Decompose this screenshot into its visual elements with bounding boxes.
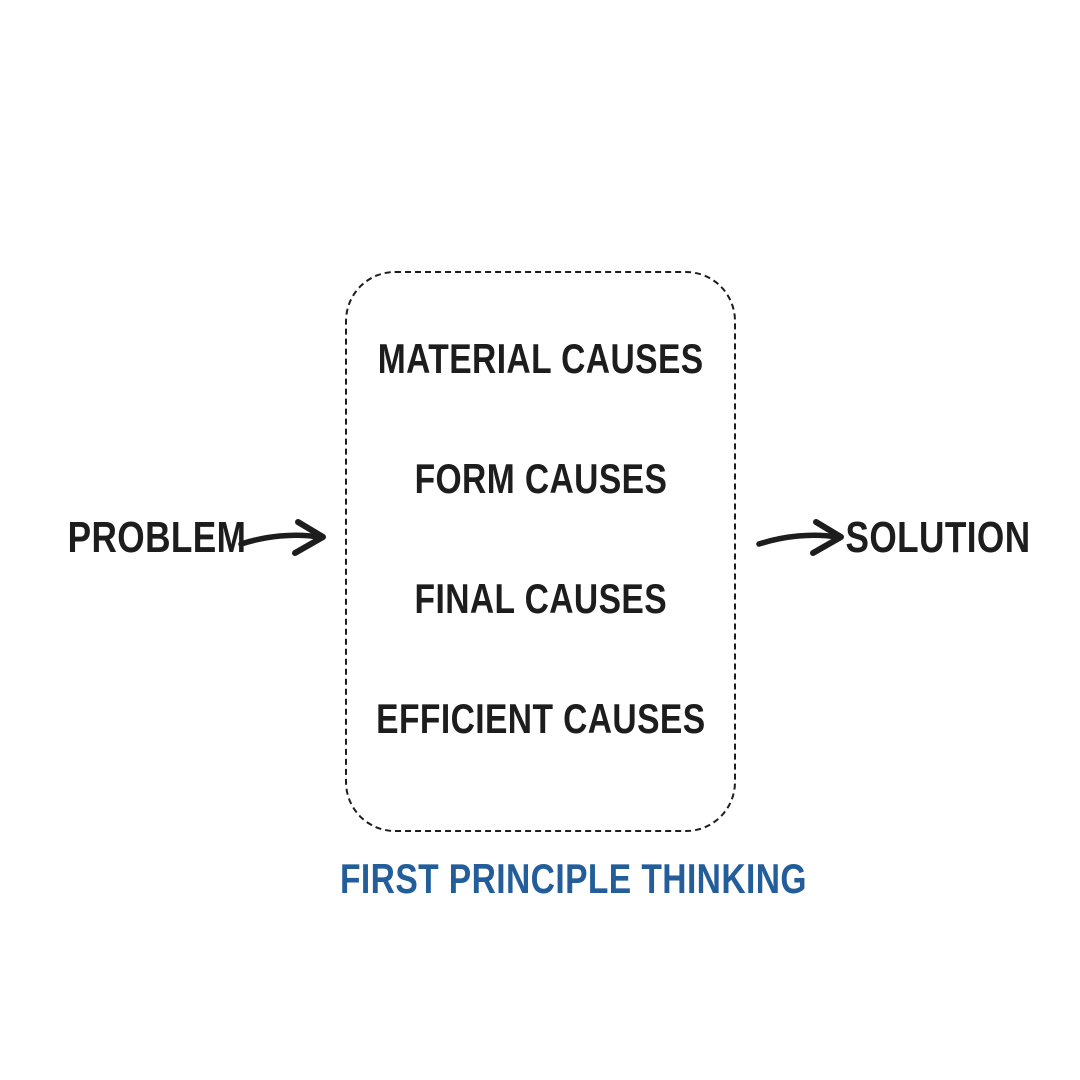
output-arrow-icon (756, 519, 844, 556)
cause-item-text: FINAL CAUSES (414, 575, 667, 622)
cause-item-label: MATERIAL CAUSES (337, 335, 744, 383)
diagram-caption: FIRST PRINCIPLE THINKING (290, 853, 807, 905)
cause-item-text: EFFICIENT CAUSES (375, 695, 706, 742)
diagram-caption-text: FIRST PRINCIPLE THINKING (340, 855, 807, 902)
problem-label: PROBLEM (37, 514, 277, 562)
solution-label-text: SOLUTION (845, 513, 1031, 562)
cause-item-label: EFFICIENT CAUSES (335, 695, 747, 743)
cause-item-label: FINAL CAUSES (383, 575, 699, 623)
cause-item-text: FORM CAUSES (414, 455, 667, 502)
input-arrow-icon (238, 519, 326, 556)
first-principles-box: MATERIAL CAUSES FORM CAUSES FINAL CAUSES… (345, 271, 736, 832)
problem-label-text: PROBLEM (67, 513, 247, 562)
cause-item-label: FORM CAUSES (383, 455, 699, 503)
solution-label: SOLUTION (818, 514, 1058, 562)
cause-item-text: MATERIAL CAUSES (377, 335, 704, 382)
